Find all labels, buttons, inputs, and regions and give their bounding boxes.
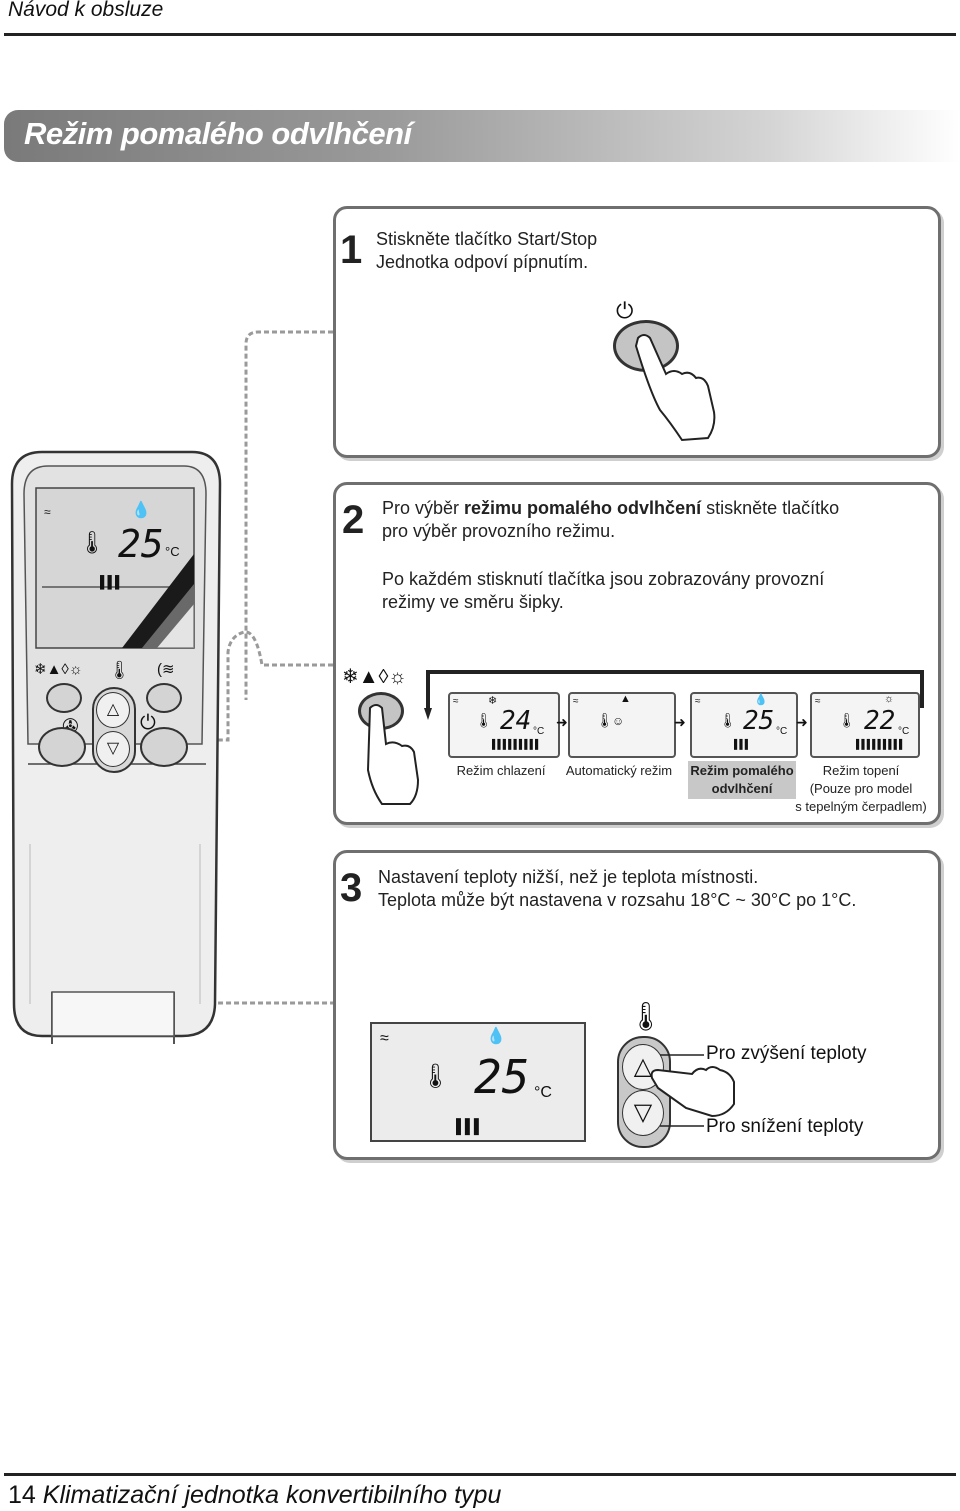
display-temp-value: 25 <box>474 1050 530 1104</box>
footer: 14 Klimatizační jednotka konvertibilního… <box>8 1481 501 1510</box>
auto-icon: ▲ <box>620 693 631 705</box>
temp-down-label: Pro snížení teploty <box>706 1116 864 1137</box>
header-title: Návod k obsluze <box>8 0 164 21</box>
remote-fan-button[interactable] <box>38 727 86 767</box>
connector-step1 <box>244 330 333 700</box>
step2-line1: Pro výběr režimu pomalého odvlhčení stis… <box>382 498 840 518</box>
mode-auto-label: Automatický režim <box>565 763 673 778</box>
mode-dry-temp: 25 <box>743 706 775 736</box>
wifi-icon-3: ≈ <box>695 696 701 707</box>
mode-heat-unit: °C <box>898 726 910 737</box>
label-leader-lines <box>660 1054 704 1127</box>
section-title: Režim pomalého odvlhčení <box>24 116 412 151</box>
step2-number: 2 <box>342 498 365 542</box>
pressing-hand-icon-2 <box>366 704 420 805</box>
power-icon: ⏻ <box>616 298 634 323</box>
pressing-hand-icon <box>634 334 716 442</box>
display-temp-unit: °C <box>534 1084 552 1101</box>
remote-mode-button[interactable] <box>46 683 82 713</box>
fan-bars-3: ▌▌▌▌▌▌▌▌▌ <box>856 739 905 749</box>
step1-number: 1 <box>340 228 363 272</box>
smiley-icon: ☺ <box>612 714 625 728</box>
remote-mode-icons: ❄▲◊☼ <box>34 661 83 678</box>
fan-bars-2: ▌▌▌ <box>734 739 751 749</box>
wifi-icon-4: ≈ <box>815 696 821 707</box>
wifi-icon-5: ≈ <box>380 1030 389 1047</box>
mode-dry-highlight <box>688 761 796 799</box>
step1-line2: Jednotka odpoví pípnutím. <box>376 252 589 272</box>
mode-heat-label3: s tepelným čerpadlem) <box>795 799 927 814</box>
remote-swing-icon: (≋ <box>157 661 175 678</box>
remote-thermo-icon: 🌡 <box>108 660 131 680</box>
header-divider <box>4 33 956 36</box>
mode-display-dry <box>690 692 798 758</box>
step3-line1: Nastavení teploty nižší, než je teplota … <box>378 867 759 887</box>
mode-display-cooling <box>448 692 560 758</box>
section-banner <box>4 110 960 162</box>
thermometer-icon: 🌡 <box>475 712 493 728</box>
thermometer-icon-5: 🌡 <box>420 1063 451 1090</box>
pressing-hand-icon-3 <box>650 1066 735 1118</box>
step1-line1: Stiskněte tlačítko Start/Stop <box>376 229 598 249</box>
remote-wifi-icon: ≈ <box>44 505 51 519</box>
mode-cooling-temp: 24 <box>500 706 532 736</box>
remote-thermometer-icon: 🌡 <box>78 530 106 555</box>
sun-icon: ☼ <box>884 693 895 705</box>
arrow-right-icon: ➜ <box>556 714 568 730</box>
step2-line2: pro výběr provozního režimu. <box>382 521 616 541</box>
snowflake-icon: ❄ <box>488 695 498 707</box>
fan-bars-4: ▌▌▌ <box>456 1118 484 1134</box>
page-number: 14 <box>8 1481 36 1509</box>
thermometer-icon-3: 🌡 <box>719 712 737 728</box>
remote-temp-down-button[interactable]: ▽ <box>96 731 130 767</box>
thermometer-icon-6: 🌡 <box>628 1001 664 1032</box>
mode-dry-unit: °C <box>776 726 788 737</box>
mode-display-heat <box>810 692 920 758</box>
mode-dry-label: Režim pomalého <box>690 763 794 778</box>
arrow-right-icon-3: ➜ <box>796 714 808 730</box>
mode-heat-label2: (Pouze pro model <box>809 781 913 796</box>
remote-fan-bars: ▌▌▌ <box>100 575 123 589</box>
drop-icon-2: 💧 <box>486 1028 506 1045</box>
thermometer-icon-2: 🌡 <box>596 712 614 728</box>
mode-cooling-label: Režim chlazení <box>456 763 546 778</box>
footer-divider <box>4 1473 956 1476</box>
remote-temp-unit: °C <box>165 544 180 559</box>
mode-heat-temp: 22 <box>864 706 896 736</box>
thermometer-icon-4: 🌡 <box>838 712 856 728</box>
step3-number: 3 <box>340 866 363 910</box>
drop-icon: 💧 <box>754 694 768 706</box>
temp-down-button[interactable]: ▽ <box>622 1090 664 1136</box>
step2-line4: režimy ve směru šipky. <box>382 592 564 612</box>
temp-up-label: Pro zvýšení teploty <box>706 1043 867 1064</box>
wifi-icon: ≈ <box>453 696 459 707</box>
step2-line3: Po každém stisknutí tlačítka jsou zobraz… <box>382 569 825 589</box>
remote-swing-button[interactable] <box>146 683 182 713</box>
mode-icons: ❄▲◊☼ <box>342 666 407 688</box>
remote-power-button[interactable] <box>140 727 188 767</box>
mode-cooling-unit: °C <box>533 726 545 737</box>
mode-display-auto <box>568 692 676 758</box>
remote-drop-icon: 💧 <box>131 502 151 519</box>
footer-title: Klimatizační jednotka konvertibilního ty… <box>42 1481 502 1509</box>
temp-display-panel <box>370 1022 586 1142</box>
mode-dry-label2: odvlhčení <box>711 781 773 796</box>
step3-line2: Teplota může být nastavena v rozsahu 18°… <box>378 890 857 910</box>
step2-box <box>333 482 941 825</box>
wifi-icon-2: ≈ <box>573 696 579 707</box>
remote-temp-up-button[interactable]: △ <box>96 692 130 728</box>
mode-heat-label: Režim topení <box>822 763 900 778</box>
remote-temp-value: 25 <box>118 522 164 566</box>
fan-bars: ▌▌▌▌▌▌▌▌▌ <box>492 739 541 749</box>
arrow-right-icon-2: ➜ <box>674 714 686 730</box>
mode-cycle-arrow <box>424 670 924 720</box>
